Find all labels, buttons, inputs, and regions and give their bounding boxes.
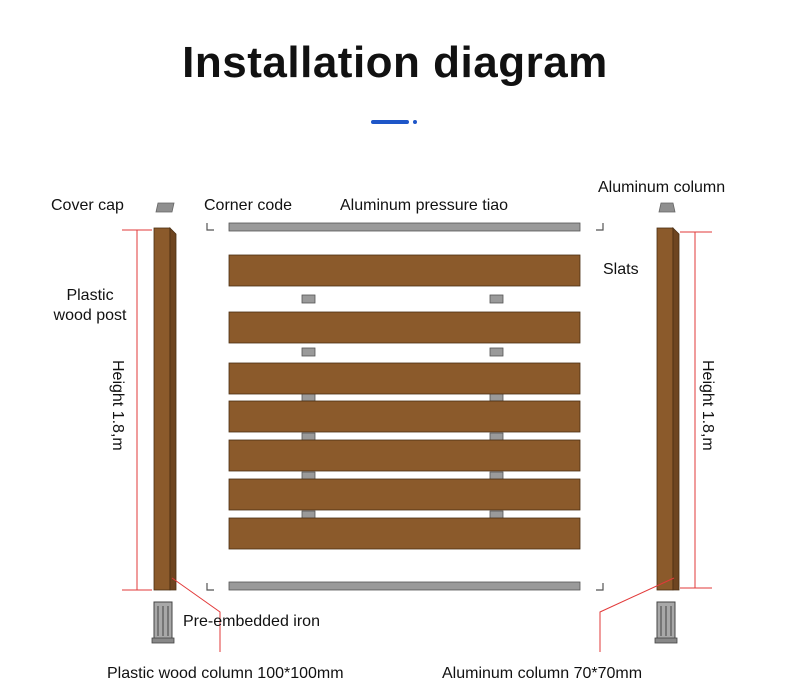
aluminum-column-right <box>656 227 680 591</box>
pre-embedded-iron-left <box>151 601 175 644</box>
slat <box>228 478 581 511</box>
corner-code-bottom-right <box>596 583 604 591</box>
label-plastic-wood-post-line1: Plastic <box>66 287 114 304</box>
height-dimension-left <box>122 229 152 591</box>
aluminum-pressure-bar-bottom <box>228 581 581 591</box>
slat <box>228 254 581 287</box>
aluminum-pressure-bar-top <box>228 222 581 232</box>
label-aluminum-column-size: Aluminum column 70*70mm <box>442 665 643 682</box>
slats <box>228 254 581 550</box>
cover-cap-left <box>155 202 175 213</box>
pre-embedded-iron-right <box>654 601 678 644</box>
label-plastic-wood-post-line2: wood post <box>53 307 127 324</box>
label-aluminum-column: Aluminum column <box>598 179 726 196</box>
slat-spacers <box>301 294 504 520</box>
slat <box>228 362 581 395</box>
slat <box>228 439 581 472</box>
cover-cap-right <box>658 202 676 213</box>
slat <box>228 311 581 344</box>
slat <box>228 517 581 550</box>
label-corner-code: Corner code <box>204 197 293 214</box>
corner-code-top-left <box>206 223 214 231</box>
corner-code-bottom-left <box>206 583 214 591</box>
title-underline-dot <box>413 120 417 124</box>
label-plastic-wood-post: Plastic wood post <box>40 286 140 326</box>
height-dimension-right <box>680 231 712 589</box>
label-cover-cap: Cover cap <box>51 197 124 214</box>
label-plastic-wood-column-size: Plastic wood column 100*100mm <box>107 665 344 682</box>
slat <box>228 400 581 433</box>
leader-lines <box>171 577 675 652</box>
page-title: Installation diagram <box>182 38 608 87</box>
plastic-wood-post-left <box>153 227 177 591</box>
label-pre-embedded-iron: Pre-embedded iron <box>183 613 320 630</box>
label-height-left: Height 1.8,m <box>109 360 126 451</box>
label-height-right: Height 1.8,m <box>699 360 716 451</box>
corner-code-top-right <box>596 223 604 231</box>
label-aluminum-pressure-tiao: Aluminum pressure tiao <box>340 197 509 214</box>
title-underline <box>371 120 409 124</box>
label-slats: Slats <box>603 261 639 278</box>
